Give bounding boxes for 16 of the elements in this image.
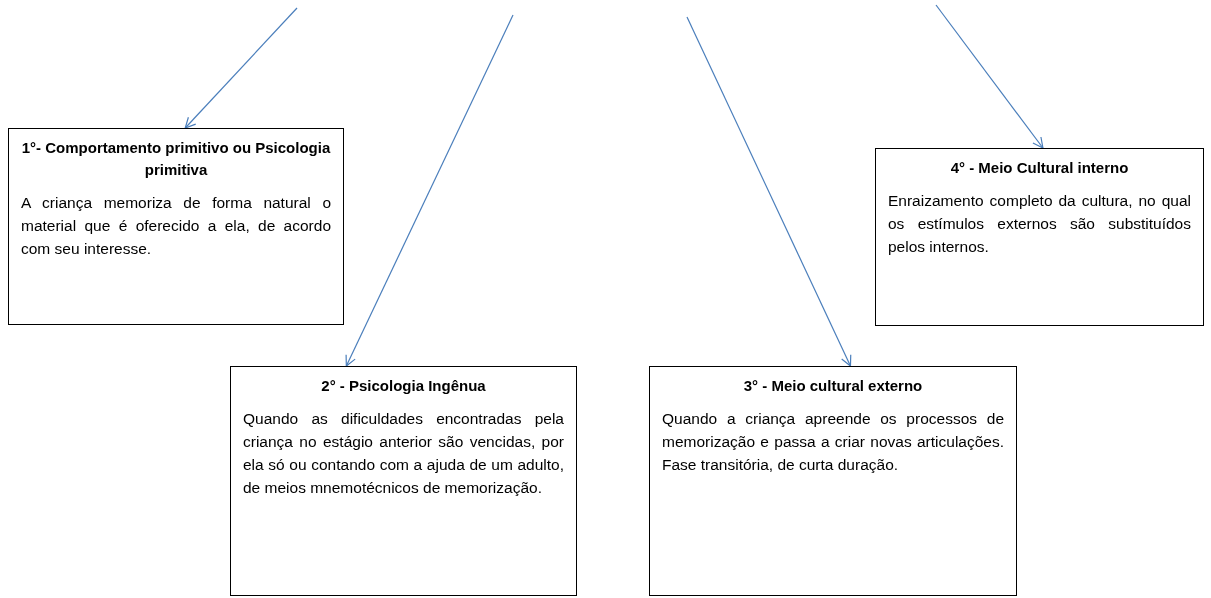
stage-box [875, 148, 1204, 326]
stage-box [230, 366, 577, 596]
stage-box [8, 128, 344, 325]
stage-description: A criança memoriza de forma natural o material que é oferecido a ela, de acordo com seu interesse. [21, 193, 331, 259]
stage-title: 4° - Meio Cultural interno [949, 158, 1130, 178]
arrow [184, 7, 298, 129]
arrow [686, 16, 852, 367]
stage-box [649, 366, 1017, 596]
stage-description: Quando a criança apreende os processos de memorização e passa a criar novas articulações. Fase transitória, de curta duração. [662, 409, 1004, 475]
stage-title: 3° - Meio cultural externo [742, 376, 924, 396]
stage-title: 1°- Comportamento primitivo ou Psicologia primitiva [21, 138, 331, 180]
arrow [345, 14, 514, 367]
arrow [935, 4, 1044, 149]
stage-description: Enraizamento completo da cultura, no qual os estímulos externos são substituídos pelos internos. [888, 191, 1191, 257]
stage-title: 2° - Psicologia Ingênua [320, 376, 487, 396]
stage-description: Quando as dificuldades encontradas pela criança no estágio anterior são vencidas, por ela só ou contando com a ajuda de um adulto, de meios mnemotécnicos de memorização. [243, 409, 564, 498]
